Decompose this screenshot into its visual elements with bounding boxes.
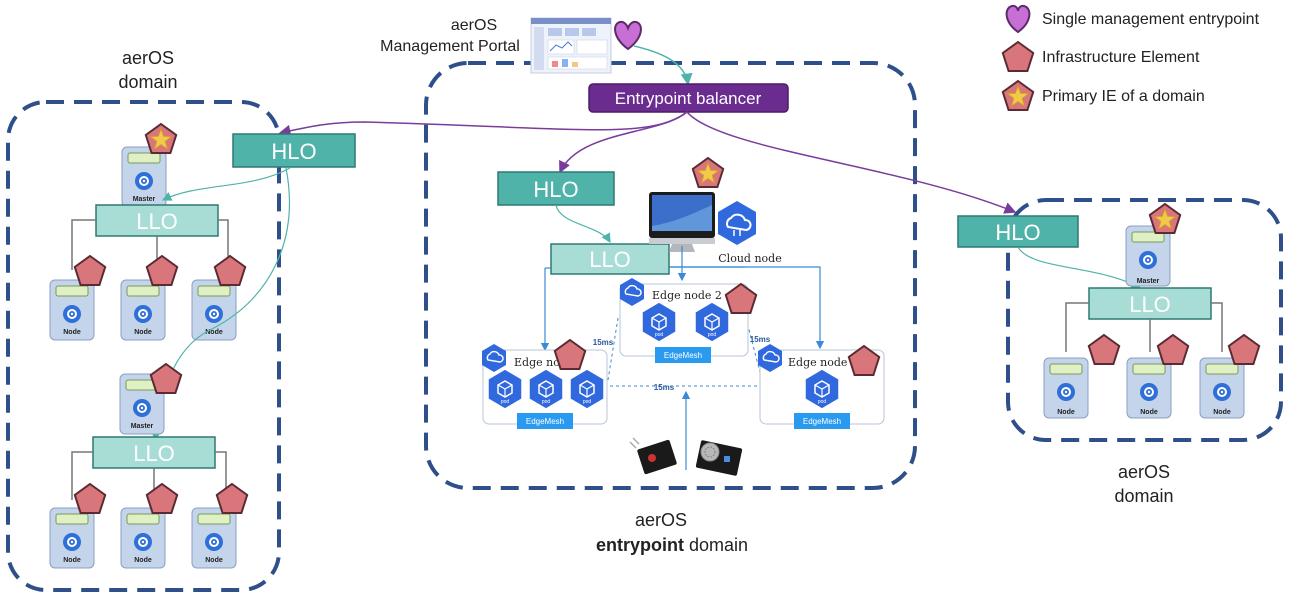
llo-box [550, 243, 670, 275]
pentagon-icon [1156, 334, 1190, 365]
svg-text:Master: Master [1137, 278, 1160, 285]
legend-single-management: Single management entrypoint [1042, 11, 1260, 28]
cloud-node-k8s-icon [718, 201, 756, 245]
cloud-node-label: Cloud node [718, 252, 781, 265]
svg-text:Node: Node [205, 557, 223, 564]
hlo-box [497, 171, 615, 206]
svg-text:pod: pod [501, 399, 510, 405]
portal-title-line1: aerOS [451, 17, 497, 34]
svg-text:Node: Node [63, 329, 81, 336]
svg-text:EdgeMesh: EdgeMesh [526, 417, 564, 426]
pentagon-icon [215, 483, 249, 514]
left-domain-border [6, 100, 281, 592]
master-node: Master [121, 146, 167, 208]
primary-ie-icon [1148, 203, 1182, 234]
latency-label: 15ms [654, 383, 675, 392]
pentagon-icon [149, 363, 183, 394]
legend-primary-ie: Primary IE of a domain [1042, 88, 1205, 105]
pentagon-icon [145, 255, 179, 286]
svg-text:pod: pod [583, 399, 592, 405]
sensor-module-icon [629, 437, 677, 475]
edgemesh-badge [517, 413, 573, 429]
svg-text:Node: Node [1213, 409, 1231, 416]
primary-ie-icon [691, 157, 725, 188]
cloud-node-computer-icon [649, 192, 715, 252]
svg-text:EdgeMesh: EdgeMesh [803, 417, 841, 426]
master-node: Master [1125, 225, 1171, 287]
legend-infrastructure-element: Infrastructure Element [1042, 49, 1200, 66]
left-domain-label-line2: domain [118, 72, 177, 92]
svg-text:EdgeMesh: EdgeMesh [664, 351, 702, 360]
svg-text:Node: Node [205, 329, 223, 336]
edge-node-2-label: Edge node 2 [652, 289, 722, 302]
gas-sensor-icon [695, 440, 743, 476]
edge-node-right-label: Edge node [788, 356, 847, 369]
svg-text:pod: pod [818, 399, 827, 405]
svg-text:Node: Node [134, 557, 152, 564]
edge-node-left-label: Edge no [514, 356, 560, 369]
pentagon-icon [1087, 334, 1121, 365]
master-node: Master [119, 373, 165, 435]
edgemesh-badge [794, 413, 850, 429]
center-domain-label-line1: aerOS [635, 510, 687, 530]
right-domain-label-line1: aerOS [1118, 462, 1170, 482]
svg-text:Master: Master [133, 196, 156, 203]
latency-label: 15ms [750, 335, 771, 344]
pentagon-icon [1001, 41, 1035, 72]
pentagon-icon [73, 483, 107, 514]
entrypoint-balancer-label: Entrypoint balancer [615, 89, 762, 108]
edgemesh-badge [655, 347, 711, 363]
pentagon-icon [73, 255, 107, 286]
hlo-label: HLO [995, 220, 1040, 245]
portal-screenshot-icon [530, 17, 612, 74]
pentagon-icon [213, 255, 247, 286]
primary-ie-icon [1001, 80, 1035, 111]
svg-text:Node: Node [63, 557, 81, 564]
left-domain-label-line1: aerOS [122, 48, 174, 68]
hlo-label: HLO [271, 139, 316, 164]
heart-icon [1005, 4, 1031, 34]
pentagon-icon [553, 339, 587, 370]
center-domain-label-line2: entrypoint domain [596, 535, 748, 555]
pentagon-icon [145, 483, 179, 514]
portal-title-line2: Management Portal [380, 38, 520, 55]
pentagon-icon [1227, 334, 1261, 365]
hlo-box [232, 133, 356, 168]
svg-text:Node: Node [134, 329, 152, 336]
llo-label: LLO [589, 247, 631, 272]
svg-text:Node: Node [1140, 409, 1158, 416]
heart-icon [614, 20, 642, 51]
svg-text:pod: pod [655, 332, 664, 338]
svg-text:pod: pod [708, 332, 717, 338]
llo-label: LLO [1129, 292, 1171, 317]
llo-label: LLO [133, 441, 175, 466]
hlo-box [957, 215, 1079, 248]
center-domain-border [424, 61, 917, 490]
svg-text:Node: Node [1057, 409, 1075, 416]
legend: Single management entrypoint Infrastruct… [1001, 4, 1260, 111]
primary-ie-icon [144, 123, 178, 154]
right-domain-label-line2: domain [1114, 486, 1173, 506]
svg-text:pod: pod [542, 399, 551, 405]
llo-label: LLO [136, 209, 178, 234]
entrypoint-balancer [588, 83, 789, 113]
hlo-label: HLO [533, 177, 578, 202]
latency-label: 15ms [593, 338, 614, 347]
right-domain-border [1006, 198, 1283, 442]
svg-text:Master: Master [131, 423, 154, 430]
